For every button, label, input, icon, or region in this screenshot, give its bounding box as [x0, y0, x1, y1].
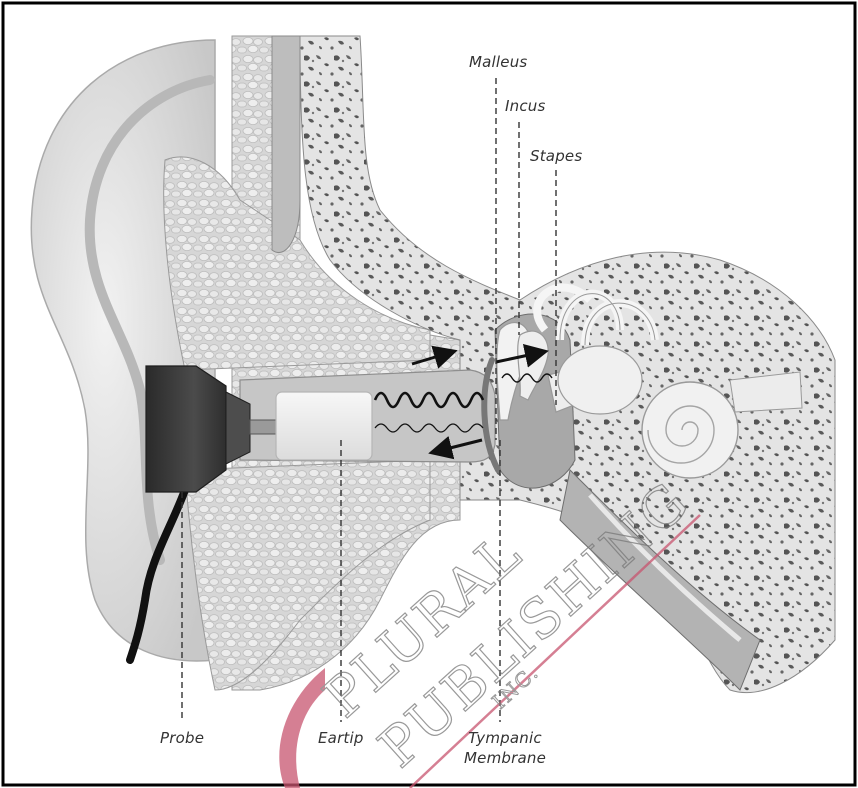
tympanic-label-line1: Tympanic — [450, 728, 560, 748]
tympanic-label-line2: Membrane — [450, 748, 560, 768]
eartip-label: Eartip — [318, 728, 364, 748]
malleus-label: Malleus — [469, 52, 527, 72]
probe-label: Probe — [160, 728, 204, 748]
incus-label: Incus — [505, 96, 546, 116]
stapes-label: Stapes — [530, 146, 582, 166]
vestibule — [558, 346, 642, 414]
tympanic-membrane-label: Tympanic Membrane — [450, 728, 560, 768]
eartip — [276, 392, 372, 460]
cochlea — [642, 382, 738, 478]
upper-vessel — [272, 36, 300, 253]
